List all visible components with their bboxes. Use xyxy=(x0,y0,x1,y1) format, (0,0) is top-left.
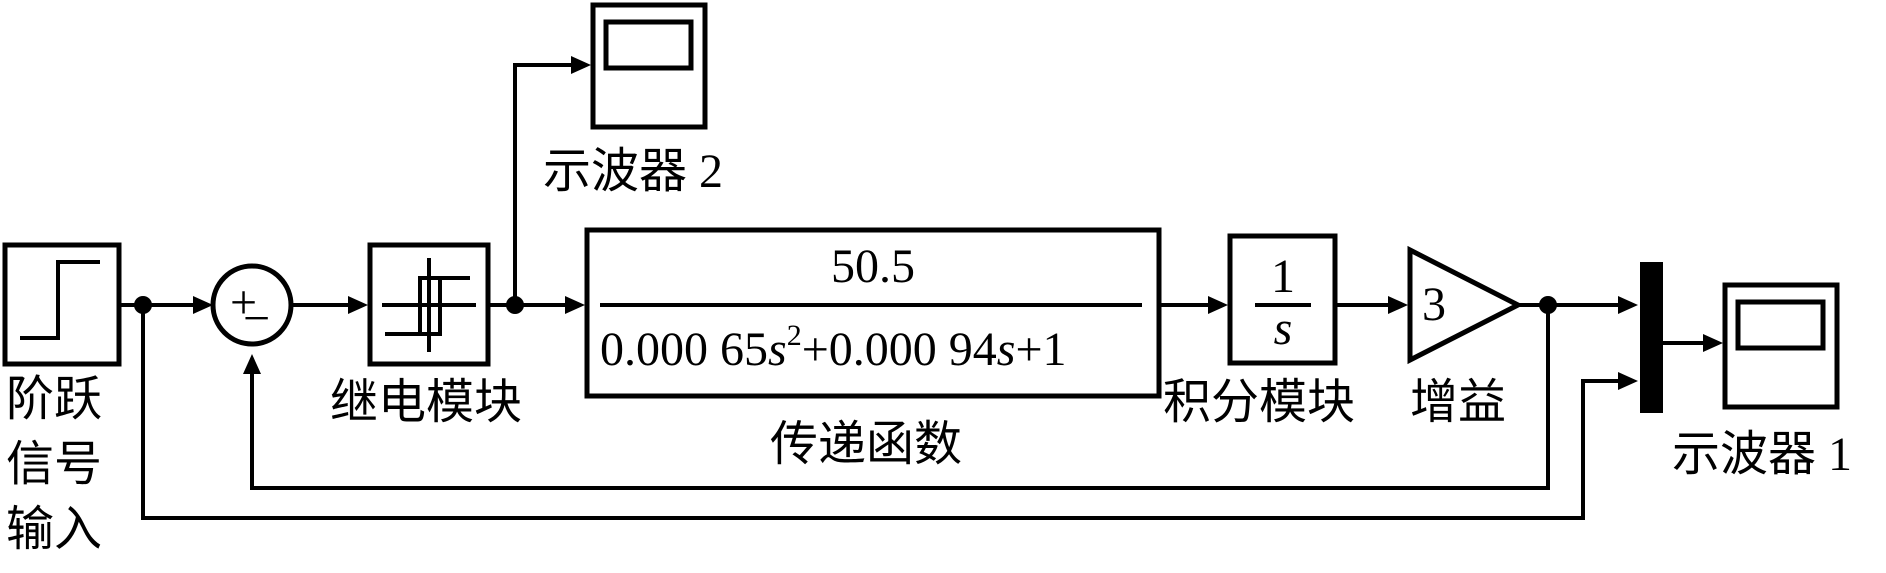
integrator-label: 积分模块 xyxy=(1163,376,1355,429)
arrow-into-sum-bottom xyxy=(243,354,261,374)
transfer-function-block[interactable]: 50.5 0.000 65s2+0.000 94s+1 xyxy=(584,227,1162,399)
gain-value: 3 xyxy=(1422,278,1446,331)
sum-plus-sign: + xyxy=(230,276,257,329)
gain-label: 增益 xyxy=(1410,376,1506,429)
tf-denominator: 0.000 65s2+0.000 94s+1 xyxy=(600,319,1067,376)
wire-relay-to-scope2 xyxy=(513,63,578,305)
arrow-into-gain xyxy=(1388,296,1408,314)
arrow-into-integrator xyxy=(1208,296,1228,314)
integrator-block[interactable]: 1 s xyxy=(1227,233,1338,366)
sum-minus-sign: − xyxy=(243,292,270,345)
relay-block[interactable] xyxy=(367,242,491,367)
arrow-into-relay xyxy=(348,296,368,314)
arrow-into-transfer xyxy=(565,296,585,314)
tf-numerator: 50.5 xyxy=(831,240,915,293)
scope1-screen-icon xyxy=(1735,299,1826,351)
gain-block[interactable]: 3 xyxy=(1407,245,1524,365)
integrator-denominator: s xyxy=(1274,302,1293,355)
scope2-block[interactable] xyxy=(590,2,708,130)
scope1-label: 示波器 1 xyxy=(1672,428,1852,481)
scope1-block[interactable] xyxy=(1722,282,1840,410)
mux-block[interactable] xyxy=(1640,262,1663,413)
arrow-into-mux-top xyxy=(1618,296,1638,314)
hysteresis-icon xyxy=(382,258,476,352)
step-label-line1: 阶跃 xyxy=(6,373,102,426)
arrow-into-sum xyxy=(193,296,213,314)
arrow-into-mux-bottom xyxy=(1618,372,1638,390)
scope2-label: 示波器 2 xyxy=(543,145,723,198)
step-block[interactable] xyxy=(2,242,122,367)
step-label-line2: 信号 xyxy=(6,438,102,491)
relay-label: 继电模块 xyxy=(330,376,522,429)
wire-step-to-mux xyxy=(141,305,1625,520)
transfer-function-label: 传递函数 xyxy=(770,418,962,471)
arrow-into-scope1 xyxy=(1703,334,1723,352)
arrow-into-scope2 xyxy=(571,56,591,74)
step-label-line3: 输入 xyxy=(6,503,102,556)
sum-block[interactable]: + − xyxy=(210,263,294,347)
step-icon xyxy=(20,260,100,340)
integrator-numerator: 1 xyxy=(1271,250,1295,303)
wire-feedback xyxy=(250,305,1550,490)
scope2-screen-icon xyxy=(603,19,694,71)
